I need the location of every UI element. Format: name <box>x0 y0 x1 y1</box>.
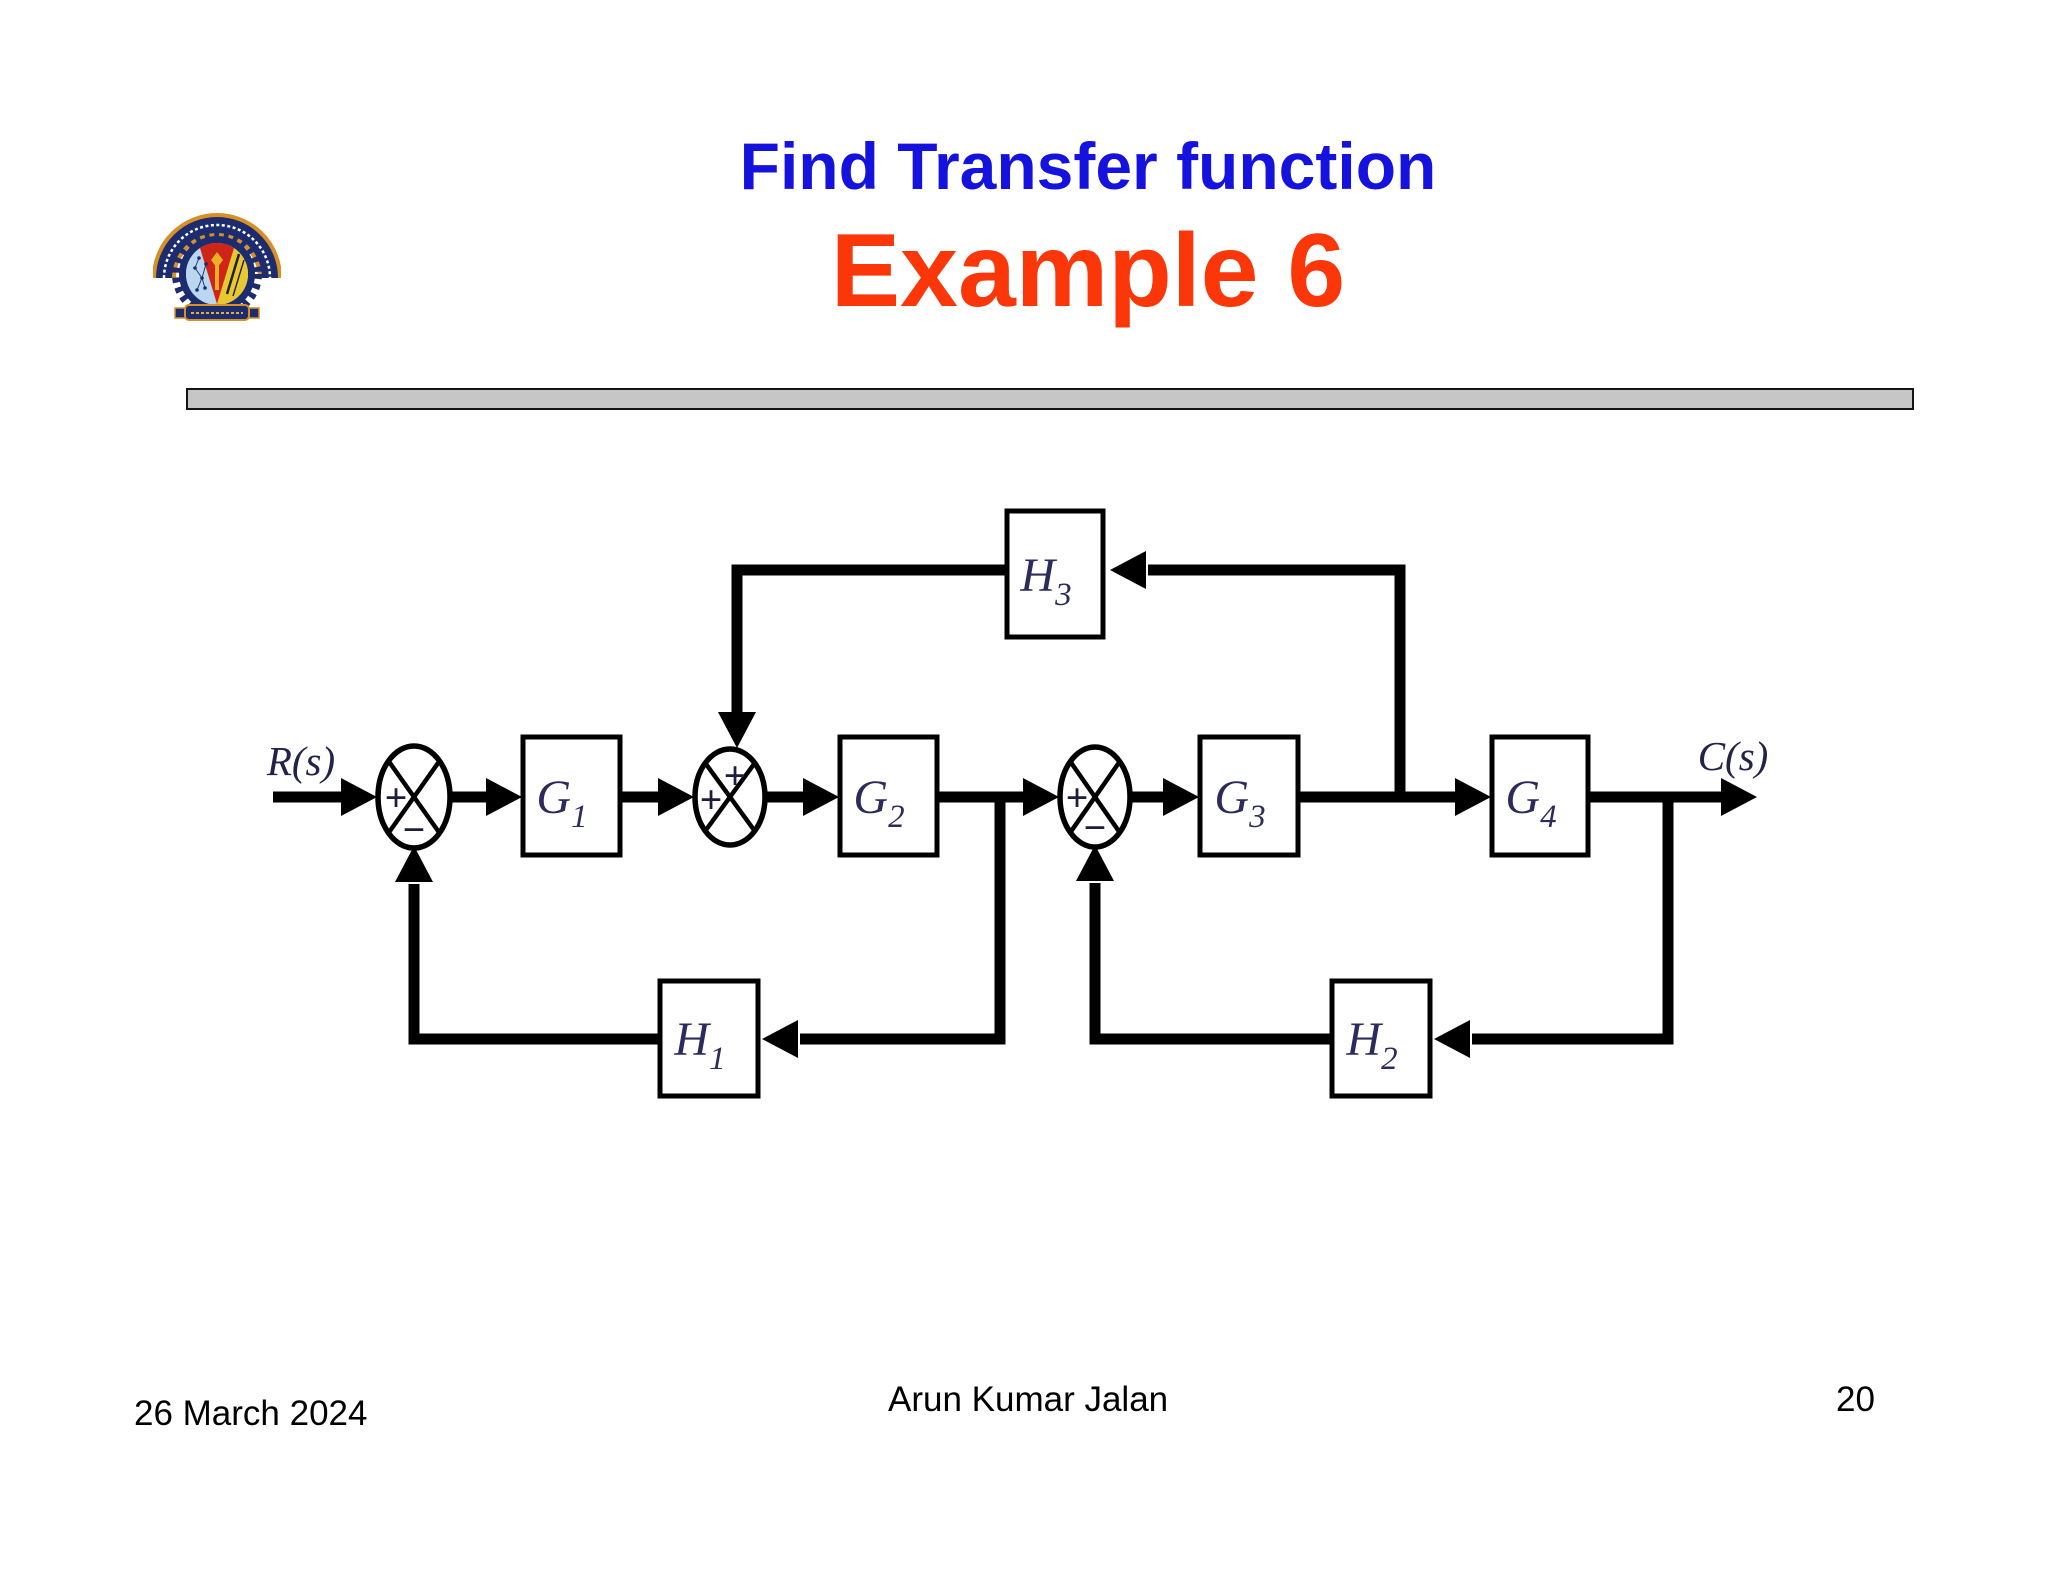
input-signal-label: R(s) <box>266 738 335 784</box>
block-G2: G2 <box>837 734 940 858</box>
block-H1: H1 <box>657 978 761 1099</box>
wire-takeoff-to-h3 <box>1148 564 1406 797</box>
summing-junction-1: + − <box>375 743 453 852</box>
block-G1-label: G1 <box>536 771 587 835</box>
block-H2: H2 <box>1329 978 1433 1099</box>
arrow-up-into-sj1 <box>395 846 433 882</box>
arrow-output <box>1721 778 1757 816</box>
footer-date: 26 March 2024 <box>134 1394 368 1433</box>
arrow-down-into-sj2 <box>718 712 756 748</box>
wire-takeoff-to-h1 <box>800 792 1006 1045</box>
block-H1-label: H1 <box>673 1013 725 1077</box>
arrow-into-g1 <box>486 778 522 816</box>
logo-arch <box>153 213 281 279</box>
summing-junction-3: + − <box>1057 744 1133 850</box>
arrow-up-into-sj3 <box>1076 845 1114 881</box>
block-G3: G3 <box>1197 734 1301 858</box>
sj1-plus-sign: + <box>385 775 408 820</box>
footer-author: Arun Kumar Jalan <box>888 1380 1169 1419</box>
logo-wedges <box>186 242 248 305</box>
footer-page-number: 20 <box>1836 1380 1875 1419</box>
logo-constellation <box>193 256 208 292</box>
wires <box>273 564 1725 1045</box>
arrow-into-h2 <box>1434 1020 1470 1058</box>
arrow-into-g3 <box>1163 778 1199 816</box>
arrow-into-g2 <box>803 778 839 816</box>
block-G2-label: G2 <box>853 771 904 835</box>
arrowheads <box>341 551 1757 1058</box>
block-G4: G4 <box>1489 734 1591 858</box>
sj2-top-plus-sign: + <box>724 753 747 798</box>
output-signal-label: C(s) <box>1698 733 1769 779</box>
wire-h2-to-sj3 <box>1089 883 1332 1045</box>
arrow-into-sj3 <box>1023 778 1059 816</box>
institute-logo <box>153 213 281 321</box>
wire-takeoff-to-h2 <box>1472 792 1674 1045</box>
arrow-into-sj2 <box>658 778 694 816</box>
block-G1: G1 <box>520 734 623 858</box>
arrow-into-h1 <box>762 1020 798 1058</box>
logo-torch <box>211 252 223 290</box>
wire-h1-to-sj1 <box>408 884 660 1045</box>
logo-ribbon <box>174 304 260 321</box>
block-G4-label: G4 <box>1505 771 1556 835</box>
sj3-minus-sign: − <box>1084 805 1107 850</box>
sj3-plus-sign: + <box>1066 775 1089 820</box>
logo-right-marks <box>225 253 245 297</box>
sj1-minus-sign: − <box>403 807 426 852</box>
sj2-left-plus-sign: + <box>700 777 723 822</box>
page-subtitle: Example 6 <box>830 213 1346 329</box>
arrow-into-h3 <box>1110 551 1146 589</box>
block-H2-label: H2 <box>1345 1013 1397 1077</box>
block-H3: H3 <box>1004 508 1106 640</box>
block-H3-label: H3 <box>1019 549 1071 613</box>
summing-junction-2: + + <box>692 746 768 848</box>
divider-bar <box>186 388 1914 410</box>
block-G3-label: G3 <box>1214 771 1265 835</box>
wire-h3-to-sj2 <box>731 564 1007 716</box>
arrow-into-g4 <box>1455 778 1491 816</box>
page-title: Find Transfer function <box>739 129 1437 203</box>
arrow-into-sj1 <box>341 778 377 816</box>
